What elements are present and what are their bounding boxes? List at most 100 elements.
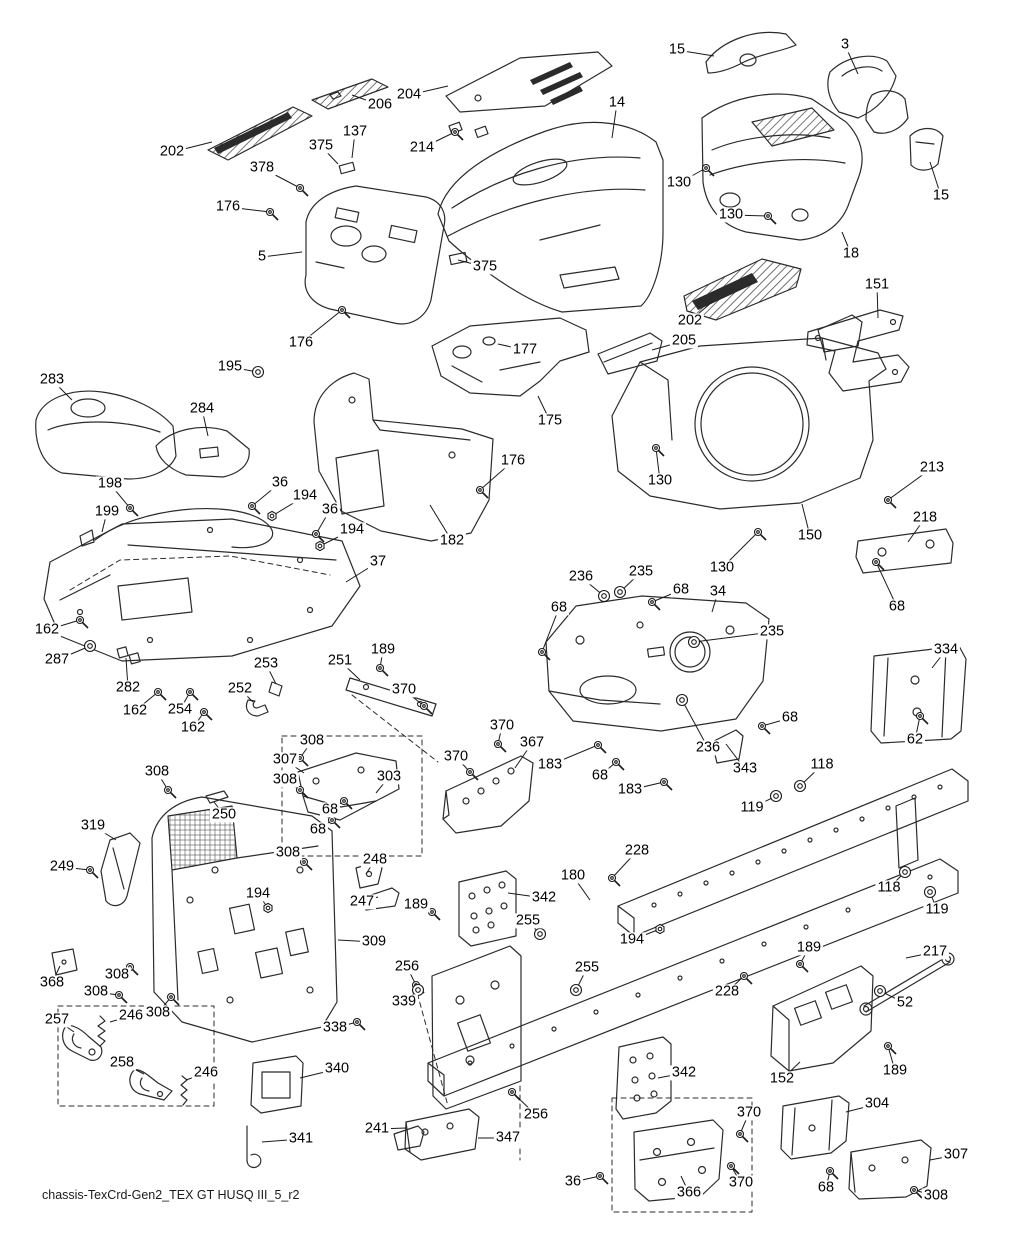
screw-icon xyxy=(475,485,489,499)
part-number-308: 308 xyxy=(142,763,172,780)
part-cable-199 xyxy=(79,508,274,549)
part-number-341: 341 xyxy=(286,1130,316,1147)
screw-icon xyxy=(85,865,99,879)
screw-icon xyxy=(726,1161,740,1175)
screw-icon xyxy=(607,873,621,887)
part-number-119: 119 xyxy=(923,901,951,918)
screw-icon xyxy=(265,207,279,221)
part-number-14: 14 xyxy=(606,94,628,111)
screw-icon xyxy=(763,211,777,225)
part-number-119: 119 xyxy=(738,799,766,816)
washer-icon xyxy=(675,693,689,707)
part-number-214: 214 xyxy=(407,139,437,156)
part-number-15: 15 xyxy=(666,41,688,58)
part-number-370: 370 xyxy=(726,1174,756,1191)
screw-icon xyxy=(595,1171,609,1185)
part-number-283: 283 xyxy=(37,371,67,388)
nut-icon xyxy=(655,923,665,935)
part-number-217: 217 xyxy=(920,943,950,960)
part-number-162: 162 xyxy=(120,702,150,719)
part-number-246: 246 xyxy=(191,1064,221,1081)
washer-icon xyxy=(533,927,547,941)
leader-line xyxy=(261,251,303,258)
screw-icon xyxy=(311,529,325,543)
part-number-343: 343 xyxy=(730,760,760,777)
screw-icon xyxy=(375,663,389,677)
part-number-130: 130 xyxy=(664,174,694,191)
part-number-182: 182 xyxy=(437,532,467,549)
part-number-37: 37 xyxy=(367,553,389,570)
part-number-309: 309 xyxy=(359,933,389,950)
part-number-366: 366 xyxy=(674,1184,704,1201)
screw-icon xyxy=(339,796,353,810)
part-number-52: 52 xyxy=(894,994,916,1011)
part-number-370: 370 xyxy=(389,681,419,698)
screw-icon xyxy=(537,647,551,661)
part-side-panel-15-top xyxy=(705,31,797,74)
screw-icon xyxy=(125,503,139,517)
washer-icon xyxy=(687,635,701,649)
part-panels-3 xyxy=(827,55,909,134)
leader-line xyxy=(681,699,709,749)
part-number-130: 130 xyxy=(707,559,737,576)
screw-icon xyxy=(507,1087,521,1101)
screw-icon xyxy=(419,701,433,715)
part-number-304: 304 xyxy=(862,1095,892,1112)
screw-icon xyxy=(299,857,313,871)
part-number-282: 282 xyxy=(113,679,143,696)
part-number-118: 118 xyxy=(875,879,903,896)
part-number-252: 252 xyxy=(225,680,255,697)
washer-icon xyxy=(793,779,807,793)
part-number-68: 68 xyxy=(589,767,611,784)
screw-icon xyxy=(651,443,665,457)
screw-icon xyxy=(153,687,167,701)
part-number-194: 194 xyxy=(617,931,647,948)
part-number-68: 68 xyxy=(886,598,908,615)
part-number-176: 176 xyxy=(286,334,316,351)
screw-icon xyxy=(465,767,479,781)
part-number-339: 339 xyxy=(389,993,419,1010)
screw-icon xyxy=(295,183,309,197)
part-number-257: 257 xyxy=(42,1011,72,1028)
part-number-130: 130 xyxy=(716,206,746,223)
part-number-235: 235 xyxy=(626,563,656,580)
part-fender-283 xyxy=(35,390,177,480)
part-number-340: 340 xyxy=(322,1060,352,1077)
part-number-202: 202 xyxy=(157,143,187,160)
washer-icon xyxy=(769,789,783,803)
part-number-189: 189 xyxy=(401,896,431,913)
construction-dashed-lines xyxy=(57,694,753,1213)
part-number-5: 5 xyxy=(255,248,269,265)
screw-icon xyxy=(909,1185,923,1199)
part-side-assembly-18 xyxy=(701,93,863,241)
part-number-248: 248 xyxy=(360,851,390,868)
part-bracket-241 xyxy=(393,1125,425,1151)
part-number-213: 213 xyxy=(917,459,947,476)
screw-icon xyxy=(825,1166,839,1180)
washer-icon xyxy=(411,983,425,997)
screw-icon xyxy=(871,557,885,571)
nut-icon xyxy=(315,540,325,552)
part-number-218: 218 xyxy=(910,509,940,526)
screw-icon xyxy=(735,1129,749,1143)
part-number-152: 152 xyxy=(767,1070,797,1087)
screw-icon xyxy=(611,757,625,771)
washer-icon xyxy=(597,589,611,603)
screw-icon xyxy=(795,959,809,973)
part-vent-strip xyxy=(311,78,389,110)
part-number-308: 308 xyxy=(921,1187,951,1204)
screw-icon xyxy=(185,687,199,701)
part-number-375: 375 xyxy=(470,258,500,275)
part-number-183: 183 xyxy=(535,756,565,773)
part-crossmember-152 xyxy=(770,965,874,1072)
part-number-308: 308 xyxy=(102,966,132,983)
screw-icon xyxy=(753,527,767,541)
part-bracket-151 xyxy=(806,309,910,392)
part-number-15: 15 xyxy=(930,187,952,204)
part-number-194: 194 xyxy=(290,487,320,504)
part-number-162: 162 xyxy=(32,621,62,638)
part-number-176: 176 xyxy=(213,198,243,215)
screw-icon xyxy=(757,721,771,735)
part-number-18: 18 xyxy=(840,245,862,262)
